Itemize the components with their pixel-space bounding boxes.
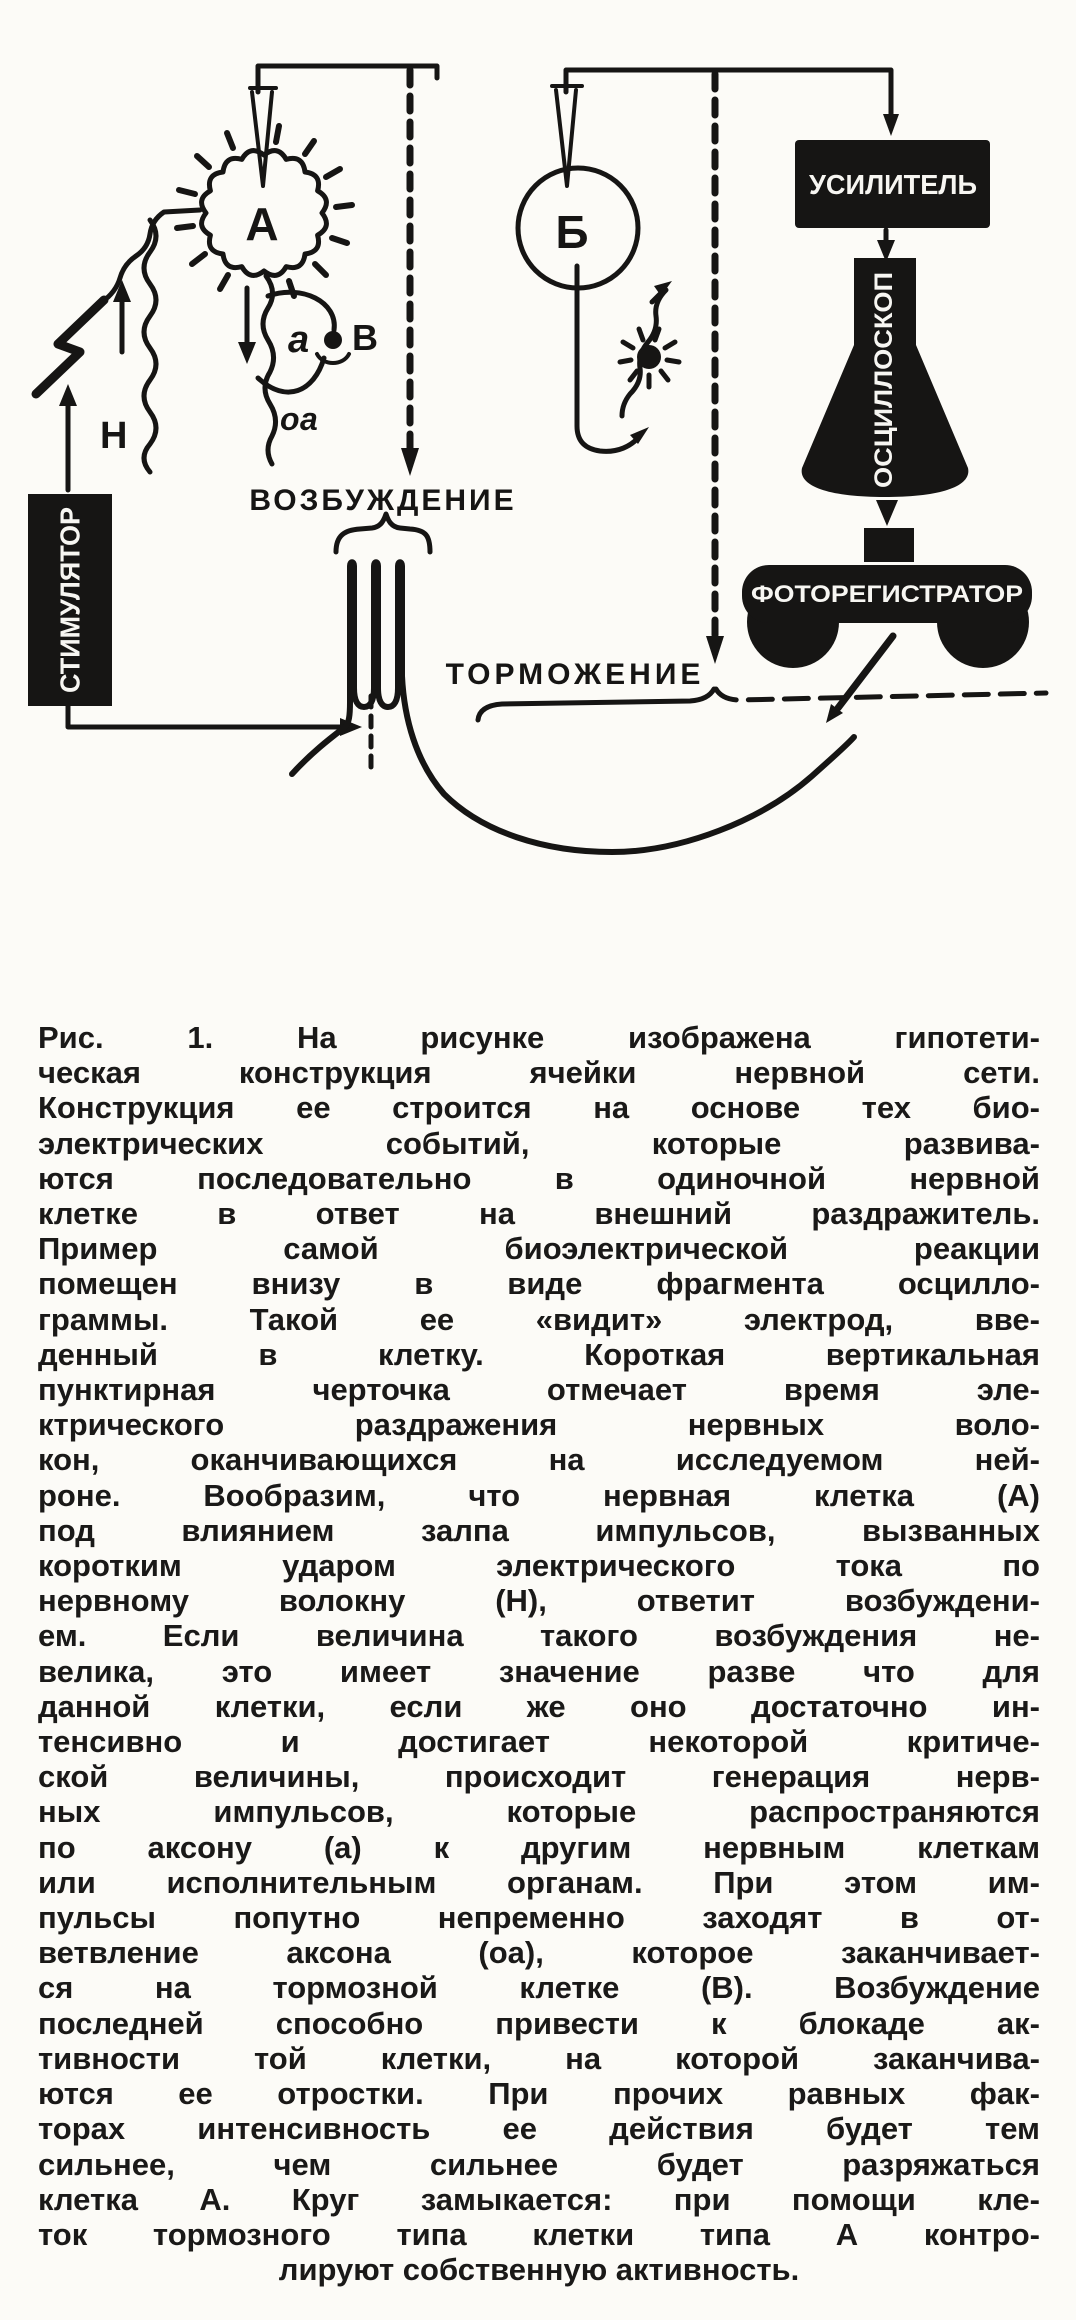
impulse-arrow-down-head xyxy=(238,342,256,364)
arrowhead-inhibition xyxy=(706,636,724,664)
cell-a-label: А xyxy=(245,198,278,250)
cell-a-outline xyxy=(199,148,329,278)
caption-line: ветвление аксона (оа), которое заканчива… xyxy=(38,1935,1040,1971)
caption-line: тивности той клетки, на которой заканчив… xyxy=(38,2040,1040,2076)
axon-branch-label: оа xyxy=(280,401,318,437)
caption-line: ются ее отростки. При прочих равных фак- xyxy=(38,2076,1040,2112)
caption-line: кон, оканчивающихся на исследуемом ней- xyxy=(38,1442,1040,1478)
axon-branch-return xyxy=(255,355,327,395)
caption-line: ской величины, происходит генерация нерв… xyxy=(38,1759,1040,1795)
cell-b-axon xyxy=(574,263,642,454)
caption-line: ктрического раздражения нервных воло- xyxy=(38,1407,1040,1443)
nerve-fiber-label: Н xyxy=(100,415,127,457)
caption-line: помещен внизу в виде фрагмента осцилло- xyxy=(38,1266,1040,1302)
caption-line: Конструкция ее строится на основе тех би… xyxy=(38,1090,1040,1126)
electrode-a-wire xyxy=(255,63,440,95)
caption-line: под влиянием залпа импульсов, вызванных xyxy=(38,1512,1040,1548)
caption-line: роне. Вообразим, что нервная клетка (А) xyxy=(38,1477,1040,1513)
caption-line: ческая конструкция ячейки нервной сети. xyxy=(38,1055,1040,1091)
inhibitory-cell-label: В xyxy=(352,317,378,358)
arrowhead-into-amplifier xyxy=(883,114,899,136)
caption-line: тенсивно и достигает некоторой критиче- xyxy=(38,1724,1040,1760)
caption-line: Рис. 1. На рисунке изображена гипотети- xyxy=(38,1020,1040,1055)
active-synapse-icon xyxy=(637,345,661,369)
nerve-net-diagram: СТИМУЛЯТОР УСИЛИТЕЛЬ ОСЦИЛЛОСКОП ФОТОРЕГ… xyxy=(28,63,1049,855)
inhibitory-synapse-cup xyxy=(315,352,351,365)
figure-caption: Рис. 1. На рисунке изображена гипотети-ч… xyxy=(38,1020,1040,2287)
active-synapse-rays xyxy=(617,326,682,390)
microelectrode-a-icon xyxy=(248,86,278,188)
caption-line: пульсы попутно непременно заходят в от- xyxy=(38,1900,1040,1936)
caption-line: или исполнительным органам. При этом им- xyxy=(38,1864,1040,1900)
caption-line: торах интенсивность ее действия будет те… xyxy=(38,2111,1040,2147)
caption-line: Пример самой биоэлектрической реакции xyxy=(38,1231,1040,1267)
caption-line: по аксону (а) к другим нервным клеткам xyxy=(38,1829,1040,1865)
cell-b-label: Б xyxy=(555,206,588,258)
amplifier-to-oscilloscope-arrow xyxy=(877,240,895,262)
axon-a-line xyxy=(260,273,278,467)
caption-line: клетке в ответ на внешний раздражитель. xyxy=(38,1196,1040,1232)
caption-line: нервному волокну (Н), ответит возбуждени… xyxy=(38,1583,1040,1619)
cell-b-axon-arrow xyxy=(630,427,649,444)
sweep-baseline xyxy=(65,703,345,730)
caption-line: ток тормозного типа клетки типа А контро… xyxy=(38,2216,1040,2252)
caption-line: лируют собственную активность. xyxy=(278,2252,800,2288)
caption-line: клетка А. Круг замыкается: при помощи кл… xyxy=(38,2181,1040,2217)
caption-line: граммы. Такой ее «видит» электрод, вве- xyxy=(38,1301,1040,1337)
caption-line: электрических событий, которые развива- xyxy=(38,1125,1040,1161)
inhibition-brace-right xyxy=(713,686,1049,703)
stimulator-output-arrow-head xyxy=(59,384,77,406)
caption-line: сильнее, чем сильнее будет разряжаться xyxy=(38,2146,1040,2182)
electrode-b-wire xyxy=(563,67,894,119)
caption-line: данной клетки, если же оно достаточно ин… xyxy=(38,1688,1040,1724)
caption-line: последней способно привести к блокаде ак… xyxy=(38,2005,1040,2041)
recorder-coupler xyxy=(864,528,914,562)
photorecorder-pointer-head xyxy=(826,704,843,723)
caption-line: денный в клетку. Короткая вертикальная xyxy=(38,1336,1040,1372)
photorecorder-pointer-line xyxy=(834,632,897,712)
caption-line: велика, это имеет значение разве что для xyxy=(38,1653,1040,1689)
caption-line: ных импульсов, которые распространяются xyxy=(38,1794,1040,1830)
inhibitory-cell-dot xyxy=(324,331,342,349)
oscilloscope-flask xyxy=(801,258,969,497)
excitation-brace xyxy=(333,511,433,555)
inhibition-brace-left xyxy=(475,686,717,723)
photorecorder-label: ФОТОРЕГИСТРАТОР xyxy=(751,581,1023,608)
stimulator-label: СТИМУЛЯТОР xyxy=(55,507,86,693)
caption-line: ем. Если величина такого возбуждения не- xyxy=(38,1618,1040,1654)
oscillogram-trace xyxy=(289,559,857,855)
caption-line: ются последовательно в одиночной нервной xyxy=(38,1160,1040,1196)
figure-diagram: СТИМУЛЯТОР УСИЛИТЕЛЬ ОСЦИЛЛОСКОП ФОТОРЕГ… xyxy=(0,0,1076,940)
caption-line: коротким ударом электрического тока по xyxy=(38,1548,1040,1584)
fiber-arrow-head xyxy=(654,281,672,296)
microelectrode-b-icon xyxy=(550,84,584,188)
oscilloscope-to-recorder-arrow xyxy=(876,500,898,526)
caption-line: ся на тормозной клетке (В). Возбуждение xyxy=(38,1970,1040,2006)
inhibition-label: ТОРМОЖЕНИЕ xyxy=(446,658,705,691)
axon-branch-curve xyxy=(265,289,337,333)
amplifier-box xyxy=(795,140,990,228)
photorecorder-body xyxy=(742,565,1032,623)
caption-line: пунктирная черточка отмечает время эле- xyxy=(38,1372,1040,1408)
stimulus-flash-icon xyxy=(31,295,109,399)
arrowhead-excitation xyxy=(401,448,419,476)
oscilloscope-label: ОСЦИЛЛОСКОП xyxy=(870,272,898,488)
cell-a-excitation-rays xyxy=(174,123,355,299)
stimulator-box xyxy=(28,494,112,706)
excitation-label: ВОЗБУЖДЕНИЕ xyxy=(249,484,516,517)
impulse-arrow-up-head xyxy=(113,280,131,302)
fiber-descending xyxy=(141,217,159,475)
amplifier-label: УСИЛИТЕЛЬ xyxy=(809,169,977,200)
axon-label: а xyxy=(288,319,309,361)
